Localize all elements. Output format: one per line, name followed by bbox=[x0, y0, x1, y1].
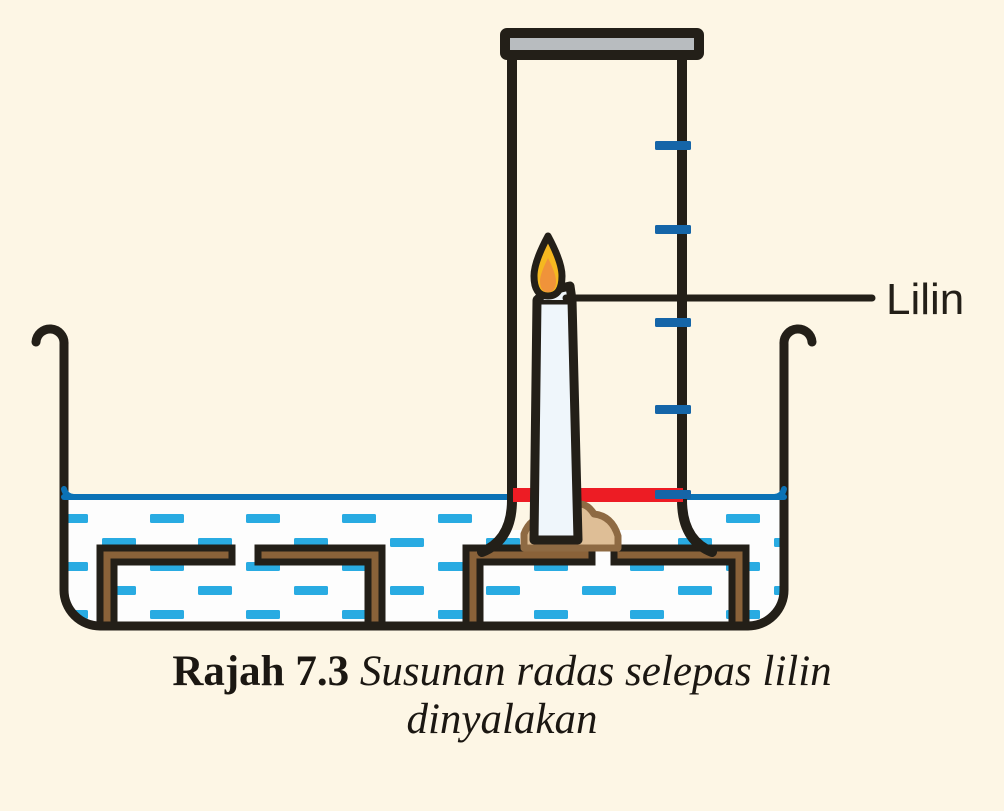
candle bbox=[529, 258, 583, 545]
caption-line-1: Rajah 7.3 Susunan radas selepas lilin bbox=[0, 648, 1004, 696]
flame bbox=[530, 232, 566, 300]
caption-description-line1: Susunan radas selepas lilin bbox=[359, 648, 832, 695]
label-candle: Lilin bbox=[886, 275, 964, 324]
water-trough bbox=[31, 324, 817, 631]
graduation-marks bbox=[655, 141, 691, 499]
caption-description-line2: dinyalakan bbox=[406, 696, 598, 744]
water-surface-line bbox=[61, 486, 787, 500]
figure-caption: Rajah 7.3 Susunan radas selepas lilin di… bbox=[0, 648, 1004, 744]
caption-figure-number: Rajah 7.3 bbox=[172, 648, 350, 695]
jar-cap bbox=[500, 28, 704, 60]
